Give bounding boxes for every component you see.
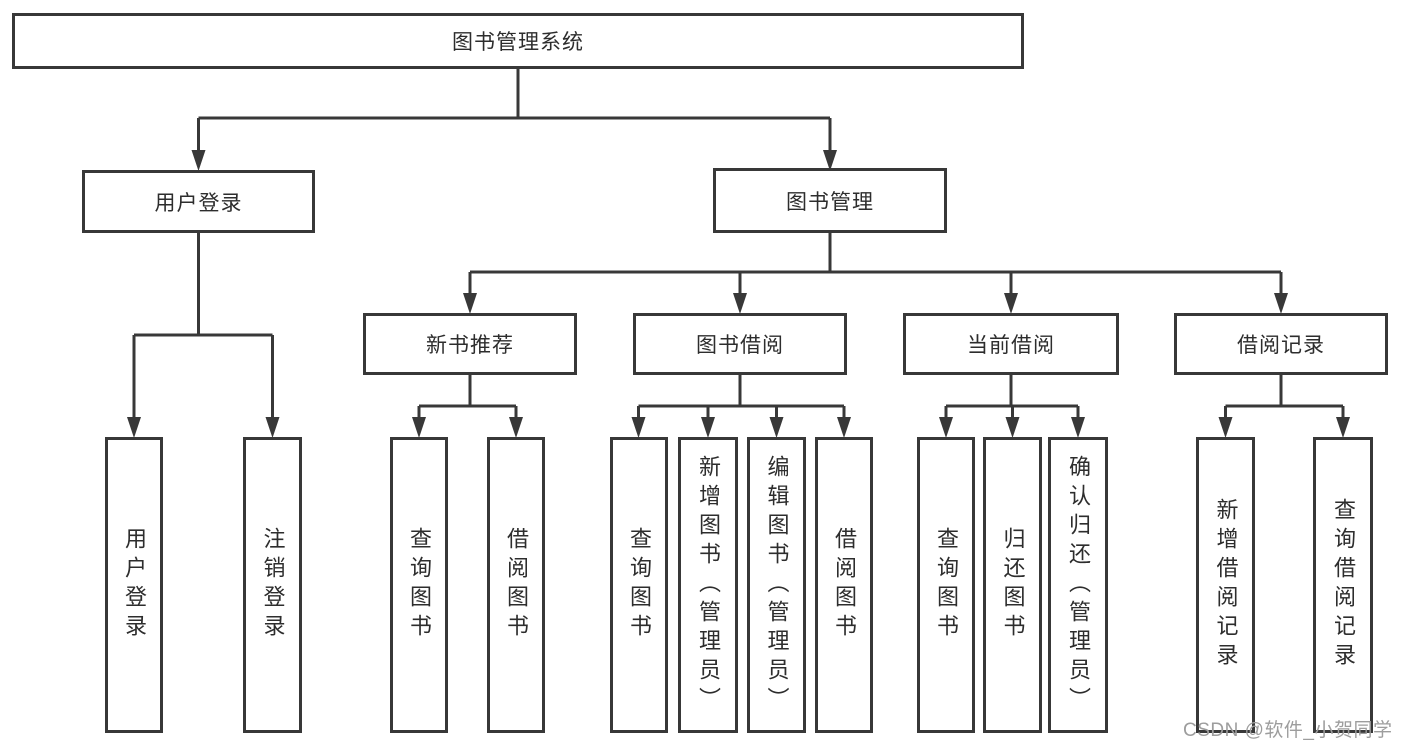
leaf-user-login: 用户登录 bbox=[105, 437, 163, 733]
node-borrowing-records: 借阅记录 bbox=[1174, 313, 1388, 375]
node-book-borrowing: 图书借阅 bbox=[633, 313, 847, 375]
leaf-logout: 注销登录 bbox=[243, 437, 302, 733]
leaf-query-books-current: 查询图书 bbox=[917, 437, 975, 733]
arrowheads bbox=[127, 150, 1350, 438]
connector-new-book-group bbox=[417, 375, 518, 424]
connector-borrowing-group bbox=[637, 375, 846, 424]
csdn-watermark: CSDN @软件_小贺同学 bbox=[1183, 720, 1393, 741]
leaf-query-books-borrowing: 查询图书 bbox=[610, 437, 668, 733]
node-current-borrowing: 当前借阅 bbox=[903, 313, 1119, 375]
leaf-add-book-admin: 新增图书（管理员） bbox=[678, 437, 738, 733]
leaf-return-books: 归还图书 bbox=[983, 437, 1042, 733]
connector-root-stem bbox=[197, 69, 832, 157]
leaf-borrow-books-borrowing: 借阅图书 bbox=[815, 437, 873, 733]
node-new-book-recommendation: 新书推荐 bbox=[363, 313, 577, 375]
node-library-management-system: 图书管理系统 bbox=[12, 13, 1024, 69]
leaf-add-borrow-record: 新增借阅记录 bbox=[1196, 437, 1255, 733]
connector-user-login-group bbox=[132, 233, 274, 424]
node-user-login: 用户登录 bbox=[82, 170, 315, 233]
leaf-confirm-return-admin: 确认归还（管理员） bbox=[1048, 437, 1108, 733]
connector-book-management-group bbox=[468, 232, 1283, 300]
leaf-query-books-recommend: 查询图书 bbox=[390, 437, 448, 733]
connector-current-group bbox=[944, 375, 1080, 424]
leaf-edit-book-admin: 编辑图书（管理员） bbox=[747, 437, 806, 733]
leaf-borrow-books-recommend: 借阅图书 bbox=[487, 437, 545, 733]
node-book-management: 图书管理 bbox=[713, 168, 947, 233]
connector-records-group bbox=[1224, 375, 1345, 424]
leaf-query-borrow-record: 查询借阅记录 bbox=[1313, 437, 1373, 733]
